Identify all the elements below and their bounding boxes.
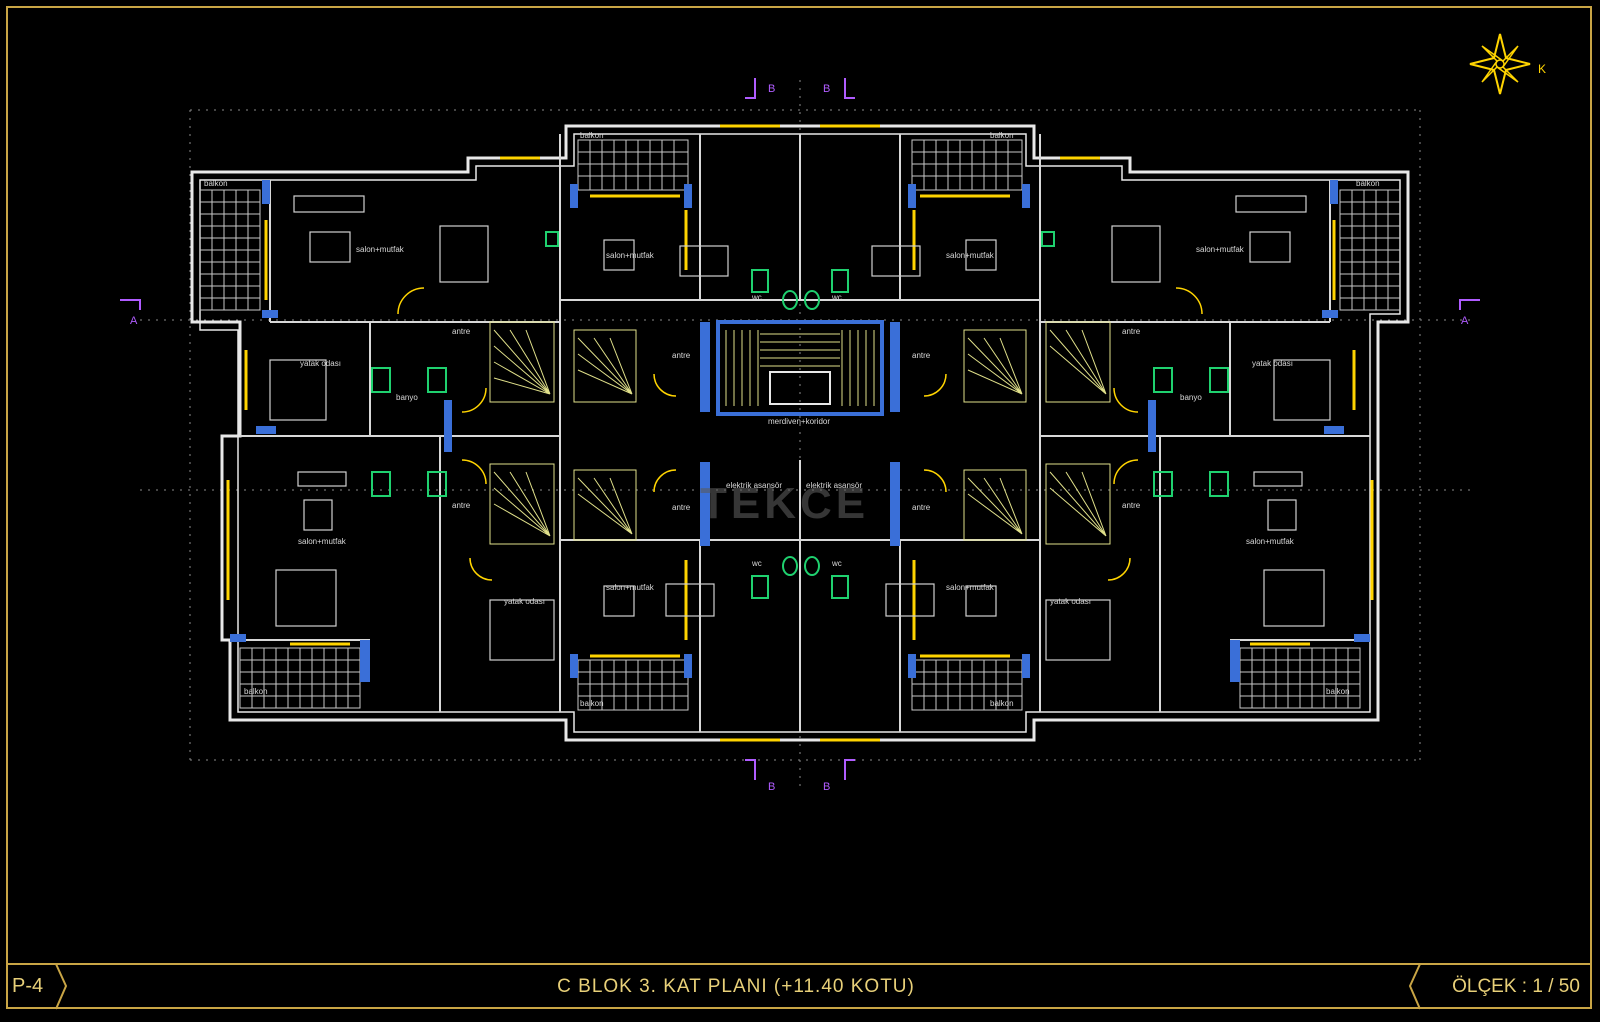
label-salon-n1: salon+mutfak (606, 251, 655, 260)
label-elektrik-2: elektrik asansör (806, 481, 862, 490)
central-stair-core (716, 320, 884, 416)
titleblock-frame (6, 963, 1592, 1010)
label-antre-s1: antre (672, 503, 691, 512)
label-wc-n2: wc (831, 293, 842, 302)
apartment-stairs (489, 321, 1111, 545)
section-label-bottom-right: B (823, 781, 830, 793)
windows (226, 124, 1374, 742)
section-label-right: A (1461, 315, 1469, 327)
north-label: K (1538, 62, 1546, 76)
label-salon-s1: salon+mutfak (606, 583, 655, 592)
section-label-top-right: B (823, 83, 830, 95)
watermark: TEKCE (700, 479, 869, 528)
label-balkon-s2: balkon (990, 699, 1014, 708)
label-balkon-n2: balkon (990, 131, 1014, 140)
label-yatak-sw: yatak odası (504, 597, 545, 606)
section-label-top-left: B (768, 83, 775, 95)
label-wc-s2: wc (831, 559, 842, 568)
section-mark-top (745, 78, 855, 780)
drawing-scale: ÖLÇEK : 1 / 50 (1452, 975, 1580, 997)
label-elektrik-1: elektrik asansör (726, 481, 782, 490)
label-salon-nw: salon+mutfak (356, 245, 405, 254)
label-salon-sw: salon+mutfak (298, 537, 347, 546)
label-antre-nw: antre (452, 327, 471, 336)
doors (397, 287, 1203, 581)
label-balkon-sw: balkon (244, 687, 268, 696)
label-yatak-e: yatak odası (1252, 359, 1293, 368)
label-antre-sw: antre (452, 501, 471, 510)
label-wc-s1: wc (751, 559, 762, 568)
label-antre-n2: antre (912, 351, 931, 360)
title-block: P-4 C BLOK 3. KAT PLANI (+11.40 KOTU) ÖL… (6, 964, 1592, 1009)
label-banyo-e: banyo (1180, 393, 1202, 402)
label-antre-s2: antre (912, 503, 931, 512)
label-salon-se: salon+mutfak (1246, 537, 1295, 546)
label-balkon-nw: balkon (204, 179, 228, 188)
compass-rose-icon: K (1469, 33, 1546, 95)
interior-walls (240, 134, 1370, 732)
room-labels: balkon balkon balkon balkon balkon balko… (204, 131, 1380, 708)
label-antre-ne: antre (1122, 327, 1141, 336)
label-balkon-ne: balkon (1356, 179, 1380, 188)
section-label-left: A (130, 315, 138, 327)
label-yatak-w: yatak odası (300, 359, 341, 368)
furniture (269, 195, 1331, 661)
sheet-border (6, 6, 1592, 1009)
building-outline (190, 124, 1410, 742)
section-mark-sides (120, 299, 1480, 310)
label-banyo-w: banyo (396, 393, 418, 402)
label-salon-s2: salon+mutfak (946, 583, 995, 592)
label-balkon-n1: balkon (580, 131, 604, 140)
balcony-tiles (199, 139, 1401, 711)
label-wc-n1: wc (751, 293, 762, 302)
sheet-number: P-4 (12, 975, 44, 997)
label-merdiven-koridor: merdiven+koridor (768, 417, 830, 426)
label-balkon-se: balkon (1326, 687, 1350, 696)
label-antre-se: antre (1122, 501, 1141, 510)
plan-title: C BLOK 3. KAT PLANI (+11.40 KOTU) (557, 975, 915, 997)
label-salon-ne: salon+mutfak (1196, 245, 1245, 254)
wet-fixtures (371, 231, 1229, 599)
columns (230, 180, 1370, 682)
label-antre-n1: antre (672, 351, 691, 360)
label-yatak-se: yatak odası (1050, 597, 1091, 606)
label-balkon-s1: balkon (580, 699, 604, 708)
label-salon-n2: salon+mutfak (946, 251, 995, 260)
section-label-bottom-left: B (768, 781, 775, 793)
